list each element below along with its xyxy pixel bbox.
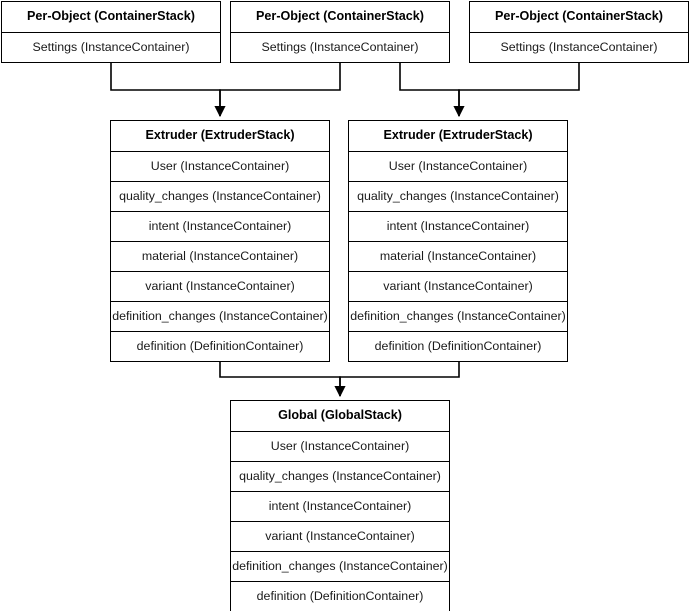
node-row: Settings (InstanceContainer): [2, 32, 220, 62]
node-row: variant (InstanceContainer): [111, 271, 329, 301]
node-row: definition_changes (InstanceContainer): [111, 301, 329, 331]
node-global-stack: Global (GlobalStack)User (InstanceContai…: [230, 400, 450, 611]
node-row: variant (InstanceContainer): [349, 271, 567, 301]
node-row: intent (InstanceContainer): [349, 211, 567, 241]
edge-per-object-1-to-extruder-1: [110, 60, 226, 118]
node-row: User (InstanceContainer): [231, 431, 449, 461]
node-row: quality_changes (InstanceContainer): [111, 181, 329, 211]
node-header-per-object-1: Per-Object (ContainerStack): [2, 2, 220, 32]
node-row: definition (DefinitionContainer): [231, 581, 449, 611]
node-row: material (InstanceContainer): [349, 241, 567, 271]
node-extruder-2: Extruder (ExtruderStack)User (InstanceCo…: [348, 120, 568, 362]
edge-per-object-3-to-extruder-2: [458, 60, 580, 116]
node-row: definition_changes (InstanceContainer): [349, 301, 567, 331]
node-header-extruder-1: Extruder (ExtruderStack): [111, 121, 329, 151]
node-row: variant (InstanceContainer): [231, 521, 449, 551]
node-row: definition_changes (InstanceContainer): [231, 551, 449, 581]
node-row: definition (DefinitionContainer): [349, 331, 567, 361]
node-row: Settings (InstanceContainer): [470, 32, 688, 62]
edge-per-object-2-to-extruder-2: [399, 60, 465, 118]
node-row: Settings (InstanceContainer): [231, 32, 449, 62]
node-row: intent (InstanceContainer): [111, 211, 329, 241]
node-header-per-object-3: Per-Object (ContainerStack): [470, 2, 688, 32]
node-row: material (InstanceContainer): [111, 241, 329, 271]
node-row: intent (InstanceContainer): [231, 491, 449, 521]
node-per-object-2: Per-Object (ContainerStack)Settings (Ins…: [230, 1, 450, 63]
edge-extruder-2-to-global: [339, 360, 460, 396]
node-per-object-1: Per-Object (ContainerStack)Settings (Ins…: [1, 1, 221, 63]
node-header-global-stack: Global (GlobalStack): [231, 401, 449, 431]
node-row: User (InstanceContainer): [349, 151, 567, 181]
node-row: definition (DefinitionContainer): [111, 331, 329, 361]
edge-per-object-2-to-extruder-1: [219, 60, 341, 116]
node-header-extruder-2: Extruder (ExtruderStack): [349, 121, 567, 151]
edge-extruder-1-to-global: [219, 360, 346, 398]
node-row: quality_changes (InstanceContainer): [231, 461, 449, 491]
node-per-object-3: Per-Object (ContainerStack)Settings (Ins…: [469, 1, 689, 63]
node-row: User (InstanceContainer): [111, 151, 329, 181]
node-extruder-1: Extruder (ExtruderStack)User (InstanceCo…: [110, 120, 330, 362]
node-row: quality_changes (InstanceContainer): [349, 181, 567, 211]
node-header-per-object-2: Per-Object (ContainerStack): [231, 2, 449, 32]
